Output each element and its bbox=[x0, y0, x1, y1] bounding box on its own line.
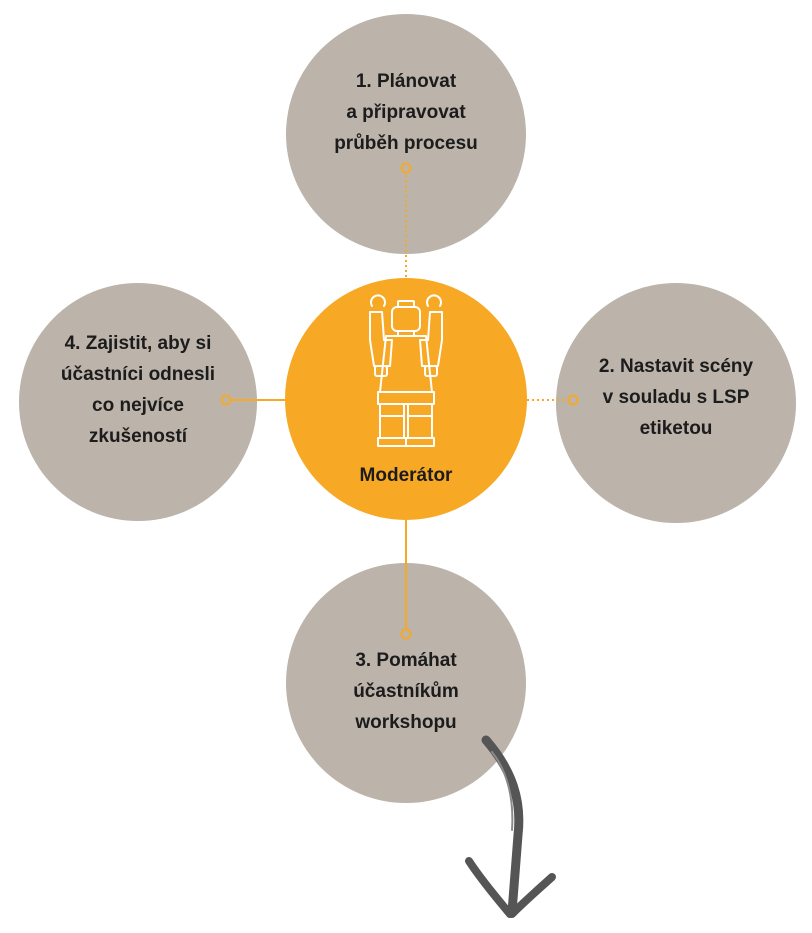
hand-drawn-arrow-down-icon bbox=[465, 735, 556, 918]
role-text-help: 3. Pomáhat účastníkům workshopu bbox=[353, 650, 459, 733]
connector-dot-top bbox=[400, 162, 412, 174]
role-circle-plan: 1. Plánovat a připravovat průběh procesu bbox=[286, 14, 526, 254]
role-circle-experience: 4. Zajistit, aby si účastníci odnesli co… bbox=[19, 283, 257, 521]
moderator-circle bbox=[285, 278, 527, 520]
role-text-scenes: 2. Nastavit scény v souladu s LSP etiket… bbox=[598, 355, 754, 439]
lego-minifigure-icon bbox=[369, 294, 443, 447]
role-text-plan: 1. Plánovat a připravovat průběh procesu bbox=[334, 71, 478, 154]
role-text-experience: 4. Zajistit, aby si účastníci odnesli co… bbox=[60, 333, 216, 447]
connector-dot-right bbox=[567, 394, 579, 406]
role-circle-scenes: 2. Nastavit scény v souladu s LSP etiket… bbox=[556, 283, 796, 523]
connector-dot-bottom bbox=[400, 628, 412, 640]
moderator-label: Moderátor bbox=[359, 465, 453, 486]
connector-dot-left bbox=[220, 394, 232, 406]
